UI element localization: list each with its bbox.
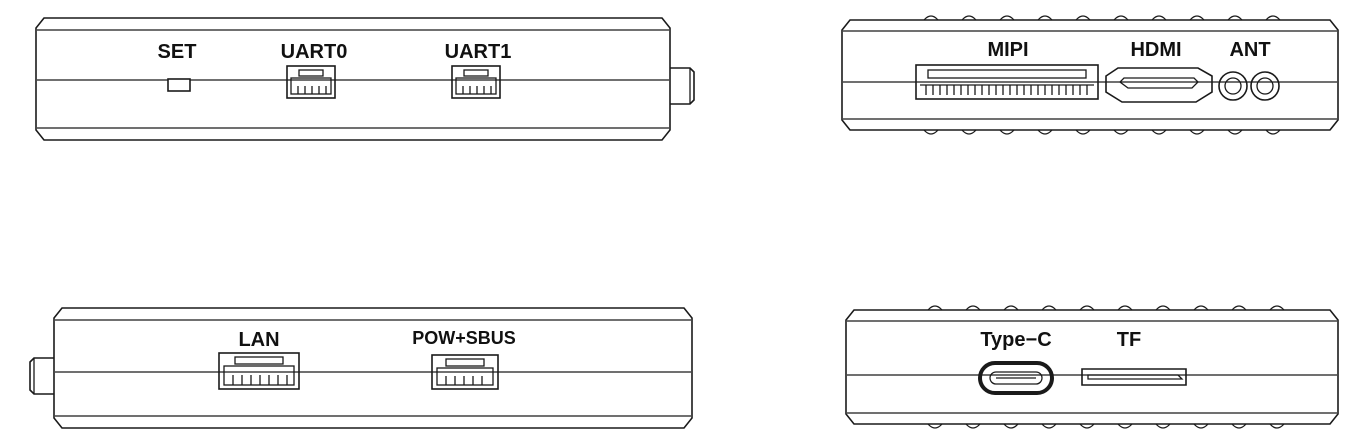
- typec-port[interactable]: [978, 361, 1054, 395]
- fin-ridges-top: [923, 15, 1281, 21]
- set-button[interactable]: [167, 78, 191, 92]
- enclosure-outline: [35, 17, 671, 141]
- antenna-stub: [670, 67, 695, 105]
- uart0-port[interactable]: [286, 65, 336, 99]
- panel-bottom-left: LAN POW+SBUS: [29, 307, 693, 429]
- pow-sbus-label: POW+SBUS: [412, 328, 516, 348]
- lan-port[interactable]: [218, 352, 300, 390]
- uart0-label: UART0: [281, 41, 348, 63]
- panel-top-right: MIPI HDMI ANT: [841, 15, 1339, 135]
- hdmi-label: HDMI: [1130, 39, 1181, 61]
- pow-sbus-port[interactable]: [431, 354, 499, 390]
- lan-label: LAN: [238, 329, 279, 351]
- uart1-port[interactable]: [451, 65, 501, 99]
- ant-connector-2[interactable]: [1250, 71, 1280, 101]
- fin-ridges-bottom: [923, 129, 1281, 135]
- hdmi-port[interactable]: [1105, 67, 1213, 103]
- antenna-stub: [29, 357, 54, 395]
- mipi-label: MIPI: [987, 39, 1028, 61]
- enclosure-outline: [841, 19, 1339, 131]
- set-label: SET: [158, 41, 197, 63]
- panel-bottom-right: Type−C TF: [845, 305, 1339, 429]
- ant-label: ANT: [1229, 39, 1270, 61]
- ant-connector-1[interactable]: [1218, 71, 1248, 101]
- typec-label: Type−C: [980, 329, 1051, 351]
- fin-ridges-bottom: [927, 423, 1285, 429]
- tf-label: TF: [1117, 329, 1141, 351]
- fin-ridges-top: [927, 305, 1285, 311]
- mipi-port[interactable]: [915, 64, 1099, 100]
- panel-top-left: SET UART0 UART1: [35, 17, 695, 141]
- enclosure-outline: [845, 309, 1339, 425]
- tf-card-slot[interactable]: [1081, 368, 1187, 386]
- uart1-label: UART1: [445, 41, 512, 63]
- enclosure-outline: [53, 307, 693, 429]
